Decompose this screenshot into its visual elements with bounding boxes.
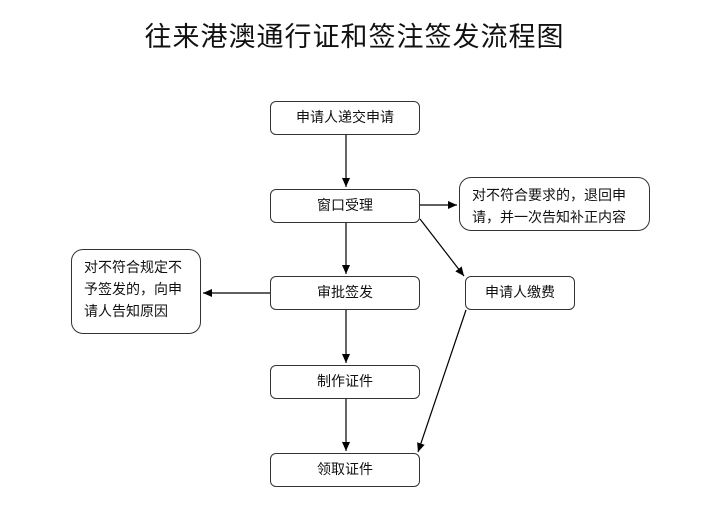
node-label: 制作证件: [317, 374, 373, 390]
note-review-rejection: 对不符合规定不予签发的，向申请人告知原因: [71, 249, 201, 334]
node-window-acceptance: 窗口受理: [270, 189, 420, 223]
node-applicant-pay-fee: 申请人缴费: [465, 276, 575, 310]
node-label: 申请人缴费: [485, 285, 555, 301]
node-submit-application: 申请人递交申请: [270, 101, 420, 135]
node-label: 审批签发: [317, 285, 373, 301]
arrow-pay-to-collect: [417, 309, 467, 453]
node-collect-document: 领取证件: [270, 453, 420, 487]
page-title: 往来港澳通行证和签注签发流程图: [144, 22, 565, 53]
node-label: 申请人递交申请: [296, 110, 394, 126]
note-acceptance-rejection: 对不符合要求的，退回申请，并一次告知补正内容: [459, 177, 650, 231]
node-label: 领取证件: [317, 462, 373, 478]
arrow-accept-to-pay: [419, 218, 465, 277]
node-review-issue: 审批签发: [270, 276, 420, 310]
node-label: 窗口受理: [317, 198, 373, 214]
node-make-document: 制作证件: [270, 365, 420, 399]
